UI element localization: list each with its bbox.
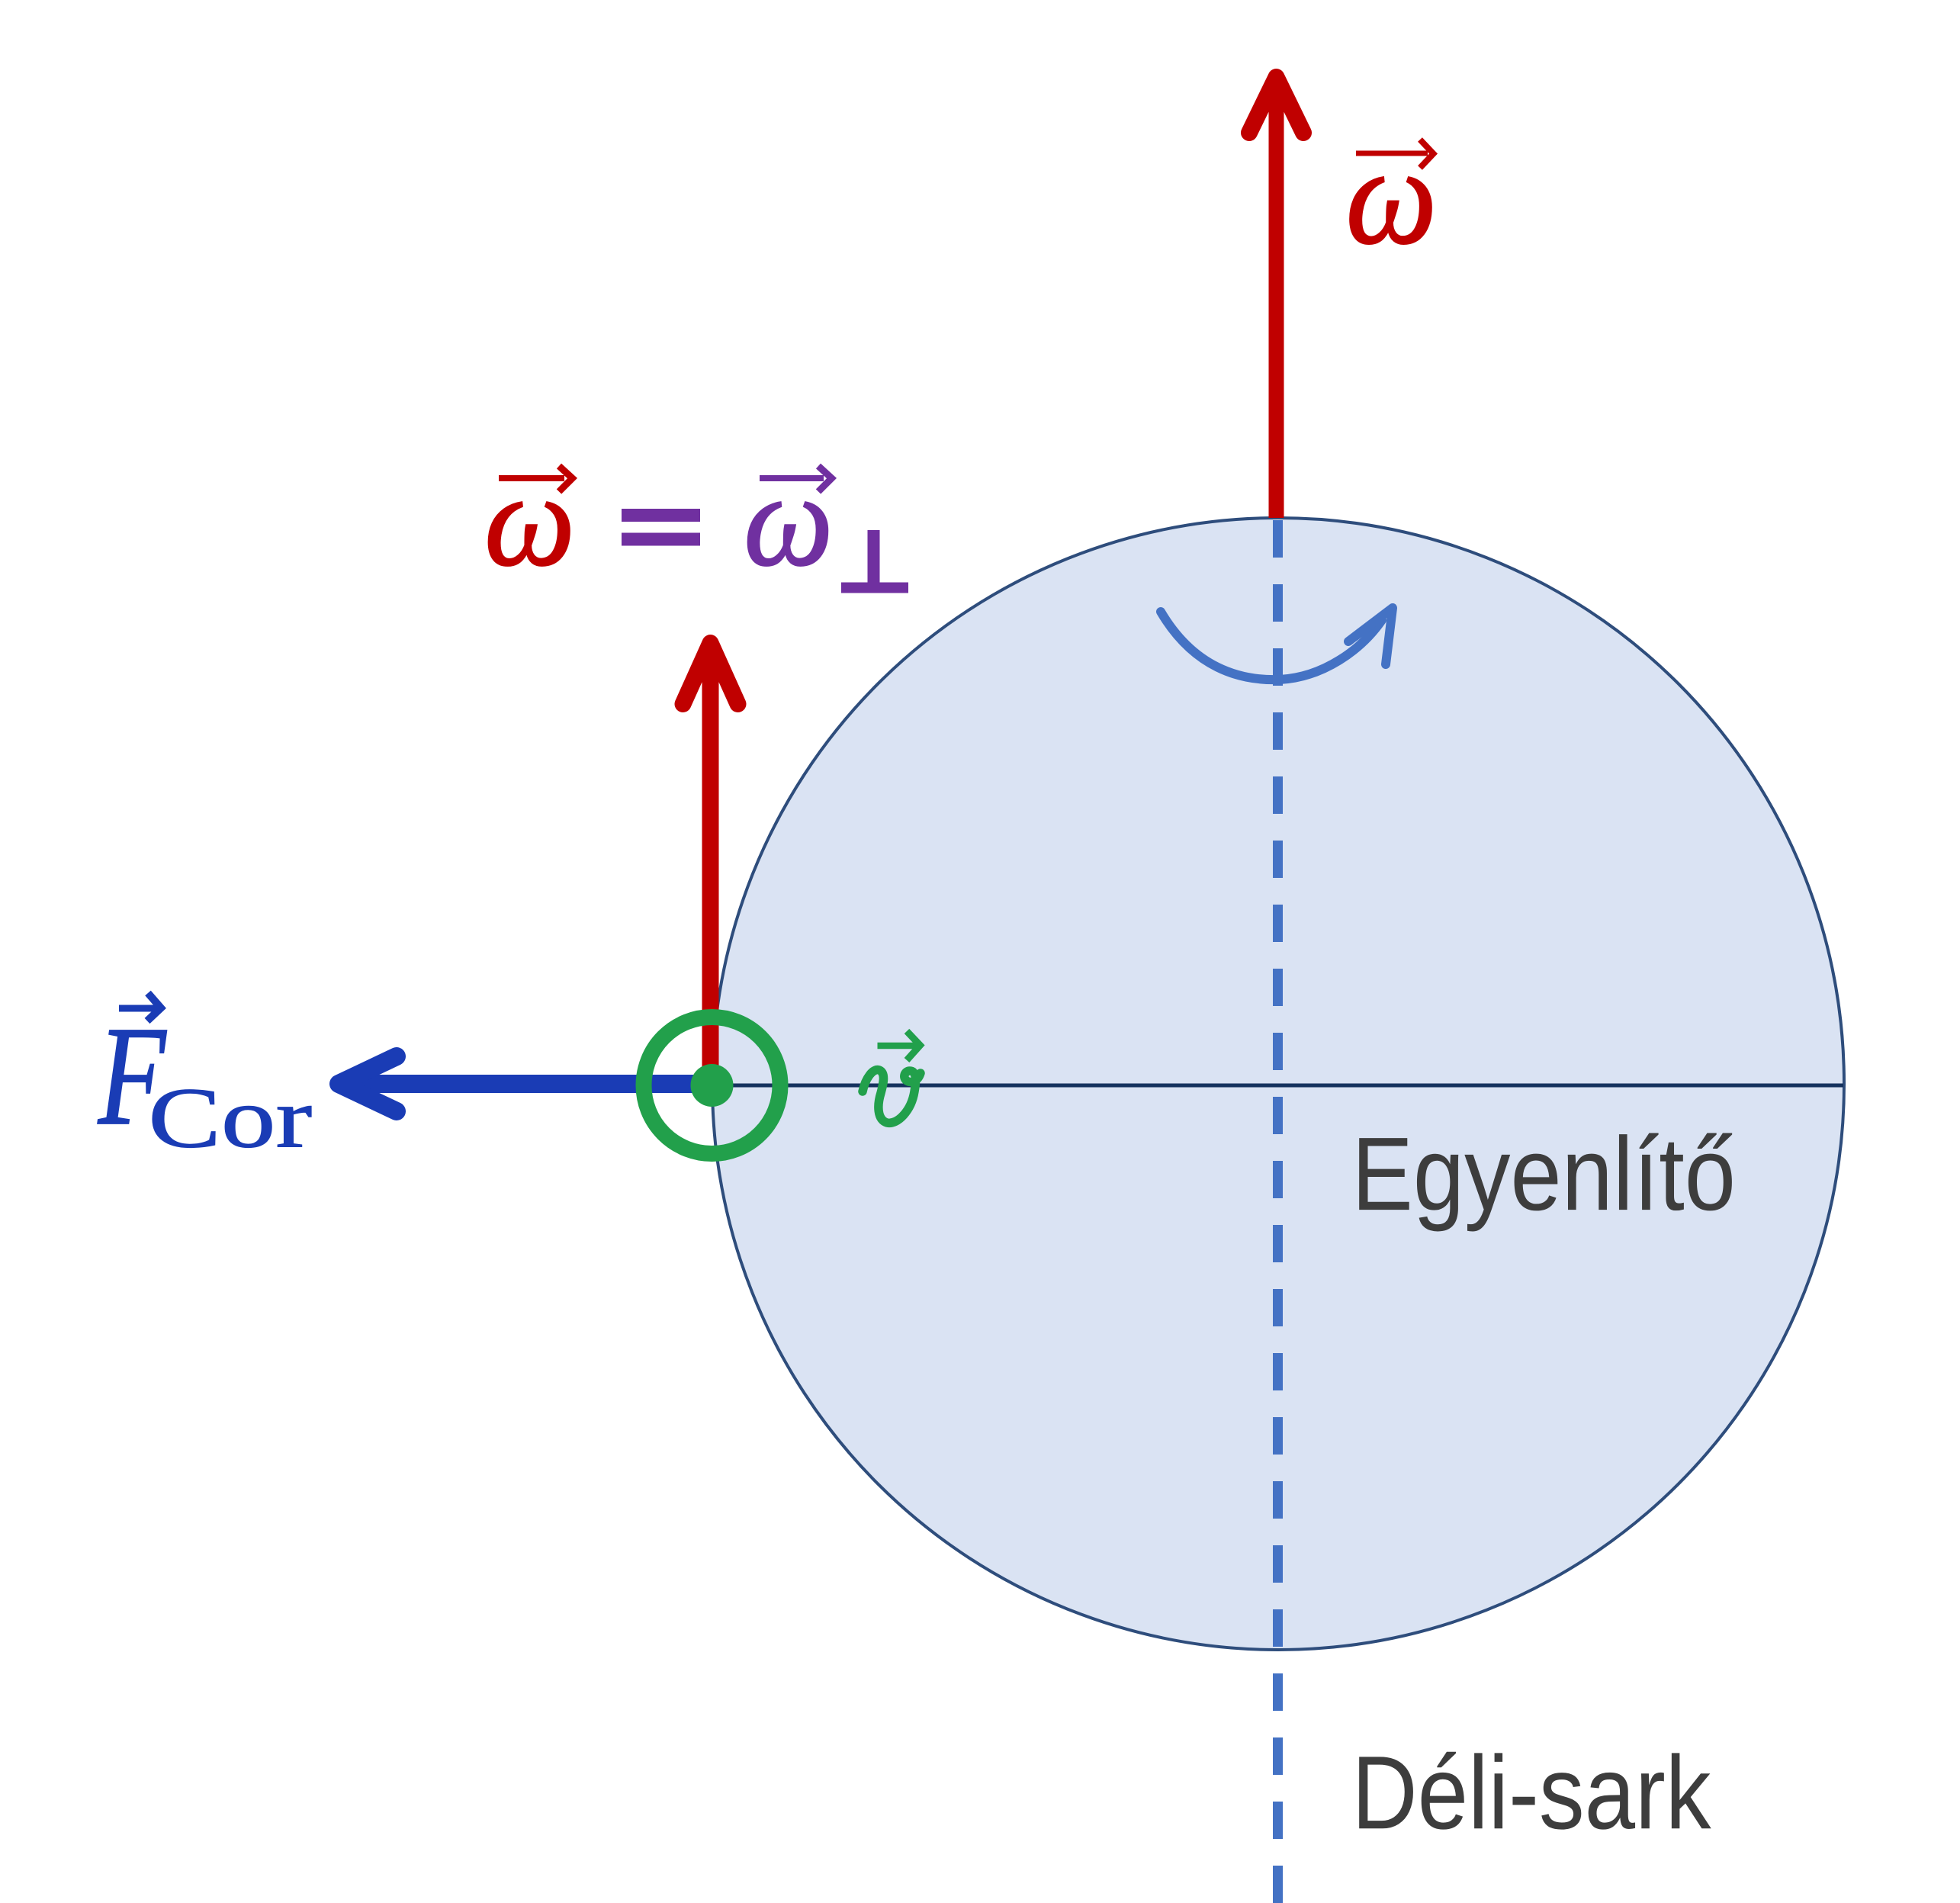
svg-text:Cor: Cor [148, 1070, 312, 1165]
svg-text:Egyenlítő: Egyenlítő [1351, 1116, 1736, 1233]
svg-text:F: F [98, 998, 167, 1155]
svg-text:Déli-sark: Déli-sark [1351, 1735, 1711, 1851]
